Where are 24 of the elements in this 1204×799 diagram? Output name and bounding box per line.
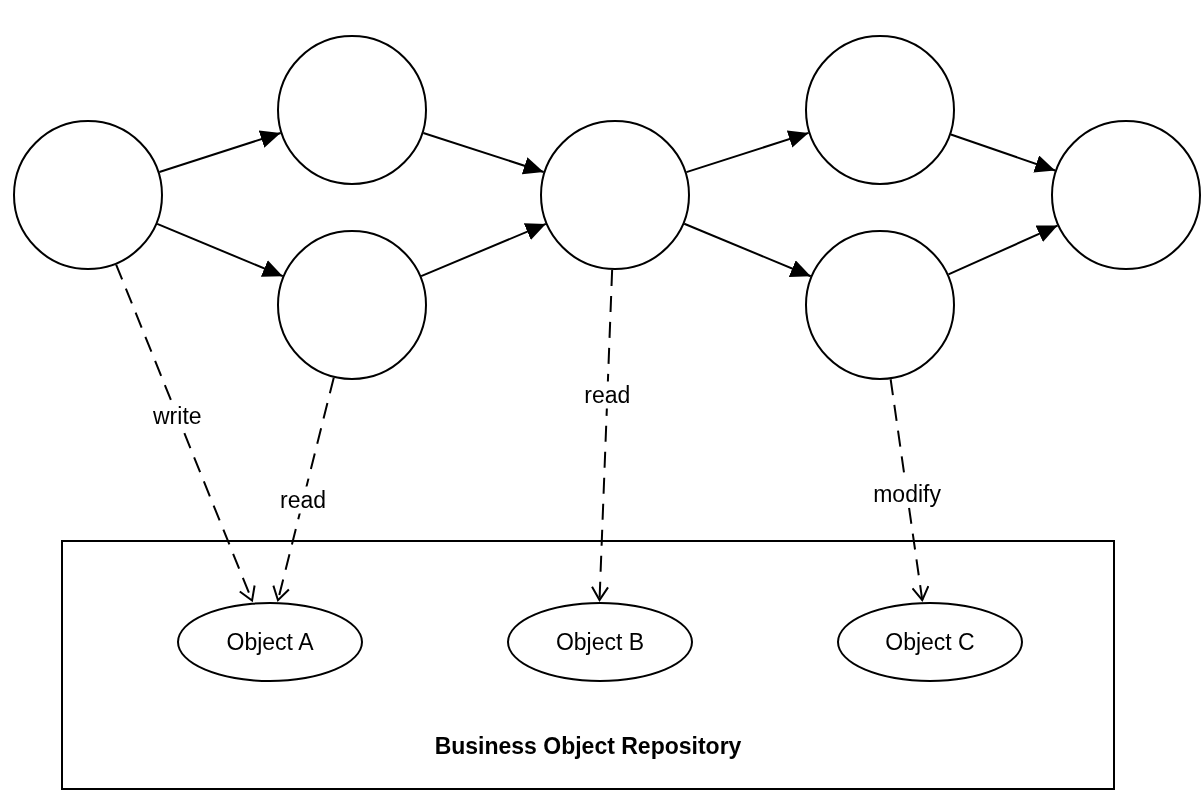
process-circle [1051,120,1201,270]
repository-title: Business Object Repository [433,733,743,760]
process-circle [277,230,427,380]
dashed-arrow [889,378,930,602]
dashed-arrow [591,268,614,601]
object-label: Object A [226,628,314,656]
process-circle [277,35,427,185]
process-circle [805,230,955,380]
arrow [949,133,1057,173]
arrow [158,130,282,173]
dashed-arrow [115,263,256,602]
dashed-arrow [272,376,335,602]
arrow [683,222,812,278]
object-label: Object B [555,628,645,656]
object-label: Object C [885,628,975,656]
repository-box [61,540,1115,790]
process-circle [805,35,955,185]
process-circle [13,120,163,270]
arrow [685,130,810,174]
arrow [422,132,545,175]
arrow [420,222,547,278]
arrow [947,224,1059,276]
process-circle [540,120,690,270]
arrow [156,222,284,278]
